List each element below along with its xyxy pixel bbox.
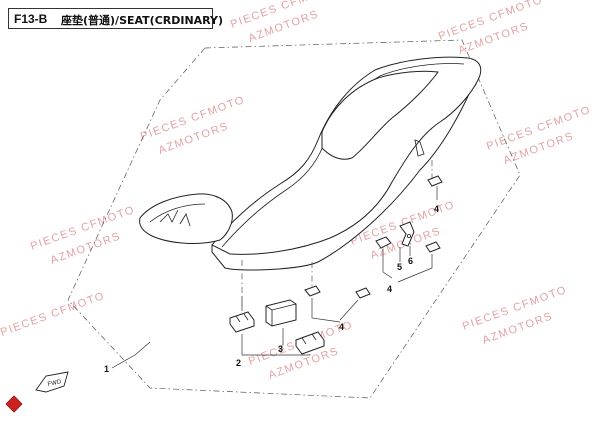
brackets bbox=[229, 311, 325, 355]
leader-4b bbox=[382, 249, 393, 279]
callout-6: 6 bbox=[408, 256, 413, 266]
leader-4b2 bbox=[397, 254, 433, 283]
callout-labels: 1 2 3 4 4 4 5 6 bbox=[104, 204, 439, 374]
bracket-right-detail bbox=[301, 333, 317, 345]
leader-4a bbox=[311, 298, 341, 323]
brand-logo bbox=[5, 395, 23, 413]
leader-2 bbox=[241, 334, 311, 356]
hook-bracket-body bbox=[399, 221, 415, 247]
rubber-pad-b bbox=[375, 236, 392, 249]
seat-rear-bracket bbox=[414, 139, 425, 157]
callout-4-mid: 4 bbox=[387, 284, 392, 294]
diagram-code: F13-B bbox=[14, 12, 48, 26]
seat-rider-insert bbox=[321, 70, 439, 160]
hook-bolt bbox=[406, 233, 411, 238]
callout-3: 3 bbox=[278, 344, 283, 354]
fwd-label: FWD bbox=[47, 379, 62, 388]
bracket-left-detail bbox=[235, 313, 249, 323]
leader-lines bbox=[111, 160, 438, 369]
foam-block bbox=[265, 299, 297, 327]
rubber-pad-d bbox=[304, 285, 321, 297]
foam-block-body bbox=[265, 299, 297, 327]
pillion-logo bbox=[159, 209, 191, 227]
callout-1: 1 bbox=[104, 364, 109, 374]
callout-5: 5 bbox=[397, 262, 402, 272]
bracket-left bbox=[229, 311, 255, 333]
seat-assembly bbox=[139, 56, 482, 271]
foam-block-edges bbox=[265, 303, 297, 326]
rubber-pad-e bbox=[355, 287, 371, 299]
hook-bracket bbox=[399, 221, 415, 247]
seat-pillion bbox=[139, 193, 233, 244]
fwd-arrow-icon bbox=[35, 371, 69, 393]
callout-4-rear: 4 bbox=[434, 204, 439, 214]
callout-2: 2 bbox=[236, 358, 241, 368]
pillion-seam bbox=[149, 203, 206, 223]
callout-4-front: 4 bbox=[339, 322, 344, 332]
brand-logo-icon bbox=[5, 395, 23, 413]
rubber-pads bbox=[304, 175, 443, 299]
diagram-title: 座垫(普通)/SEAT(CRDINARY) bbox=[61, 14, 224, 27]
rubber-pad-a bbox=[427, 175, 443, 187]
rubber-pad-c bbox=[425, 241, 441, 253]
leader-1 bbox=[111, 341, 151, 369]
watermark-line1: PIECES CFMOTO bbox=[0, 290, 107, 339]
fwd-indicator: FWD bbox=[35, 371, 69, 393]
leader-4a2 bbox=[339, 299, 359, 321]
title-box: F13-B 座垫(普通)/SEAT(CRDINARY) bbox=[8, 8, 223, 29]
bracket-right bbox=[295, 331, 325, 355]
